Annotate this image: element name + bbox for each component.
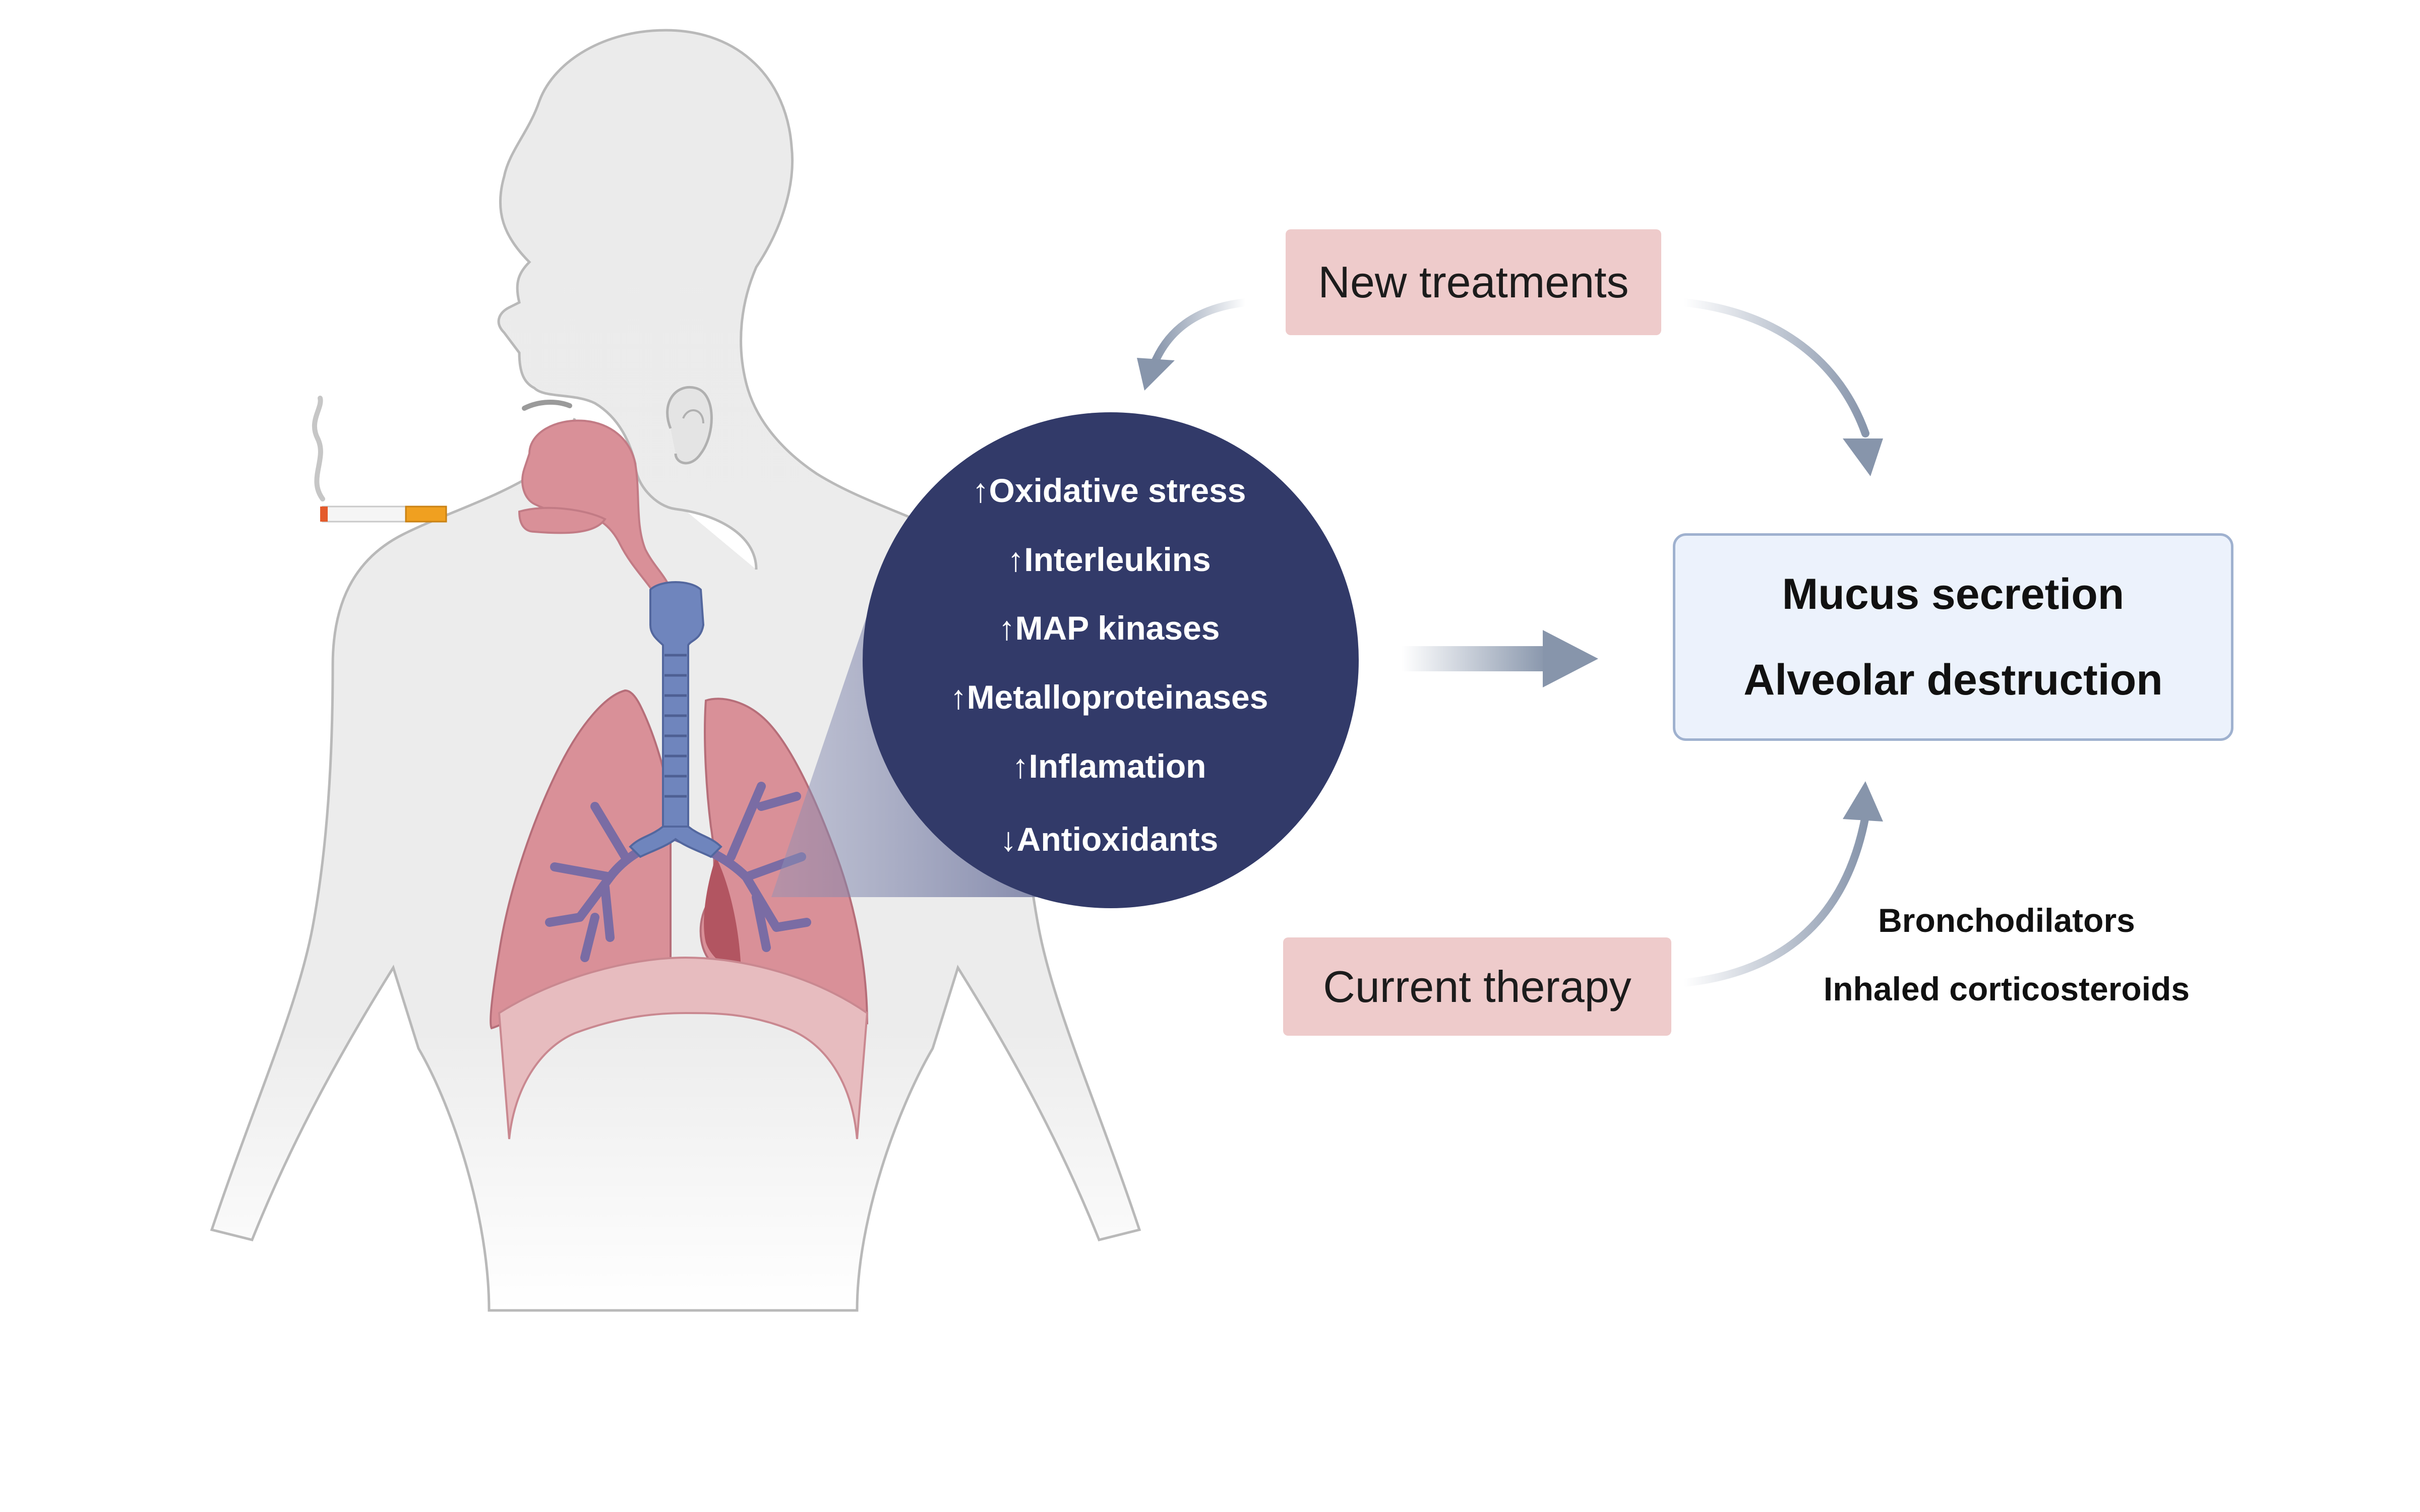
effect-label: MAP kinases	[1015, 609, 1220, 647]
effect-item: ↓Antioxidants	[908, 820, 1311, 858]
arrow-current-to-outcome	[1680, 781, 1883, 987]
effect-label: Antioxidants	[1016, 821, 1219, 858]
new-treatments-box: New treatments	[1286, 229, 1661, 335]
effect-label: Inflamation	[1028, 747, 1206, 785]
effect-item: ↑Oxidative stress	[908, 471, 1311, 510]
effects-circle	[863, 412, 1359, 908]
therapy-item: Bronchodilators	[1878, 902, 2135, 939]
effect-label: Metalloproteinases	[966, 678, 1268, 716]
current-therapy-list: Bronchodilators Inhaled corticosteroids	[1795, 886, 2218, 1023]
arrow-new-to-circle	[1137, 298, 1249, 391]
up-arrow-icon: ↑	[950, 678, 967, 716]
effect-item: ↑Inflamation	[908, 747, 1311, 785]
arrow-new-to-outcome	[1680, 298, 1883, 476]
effect-label: Oxidative stress	[989, 472, 1246, 509]
trachea-icon	[629, 581, 722, 858]
outcome-line-2: Alveolar destruction	[1743, 656, 2163, 704]
up-arrow-icon: ↑	[998, 609, 1015, 647]
up-arrow-icon: ↑	[1007, 541, 1024, 578]
effect-item: ↑MAP kinases	[908, 609, 1311, 647]
effect-item: ↑Metalloproteinases	[908, 678, 1311, 716]
effect-item: ↑Interleukins	[908, 540, 1311, 579]
lungs-icon	[490, 689, 869, 1140]
current-therapy-label: Current therapy	[1323, 961, 1631, 1012]
down-arrow-icon: ↓	[1000, 821, 1017, 858]
effect-label: Interleukins	[1024, 541, 1211, 578]
current-therapy-box: Current therapy	[1283, 937, 1671, 1036]
outcome-line-1: Mucus secretion	[1782, 570, 2125, 618]
new-treatments-label: New treatments	[1318, 257, 1629, 307]
outcome-box: Mucus secretion Alveolar destruction	[1673, 533, 2233, 741]
cigarette-icon	[312, 396, 447, 523]
therapy-item: Inhaled corticosteroids	[1823, 970, 2190, 1007]
arrow-circle-to-outcome	[1402, 630, 1598, 687]
up-arrow-icon: ↑	[1012, 747, 1029, 785]
up-arrow-icon: ↑	[972, 472, 989, 509]
